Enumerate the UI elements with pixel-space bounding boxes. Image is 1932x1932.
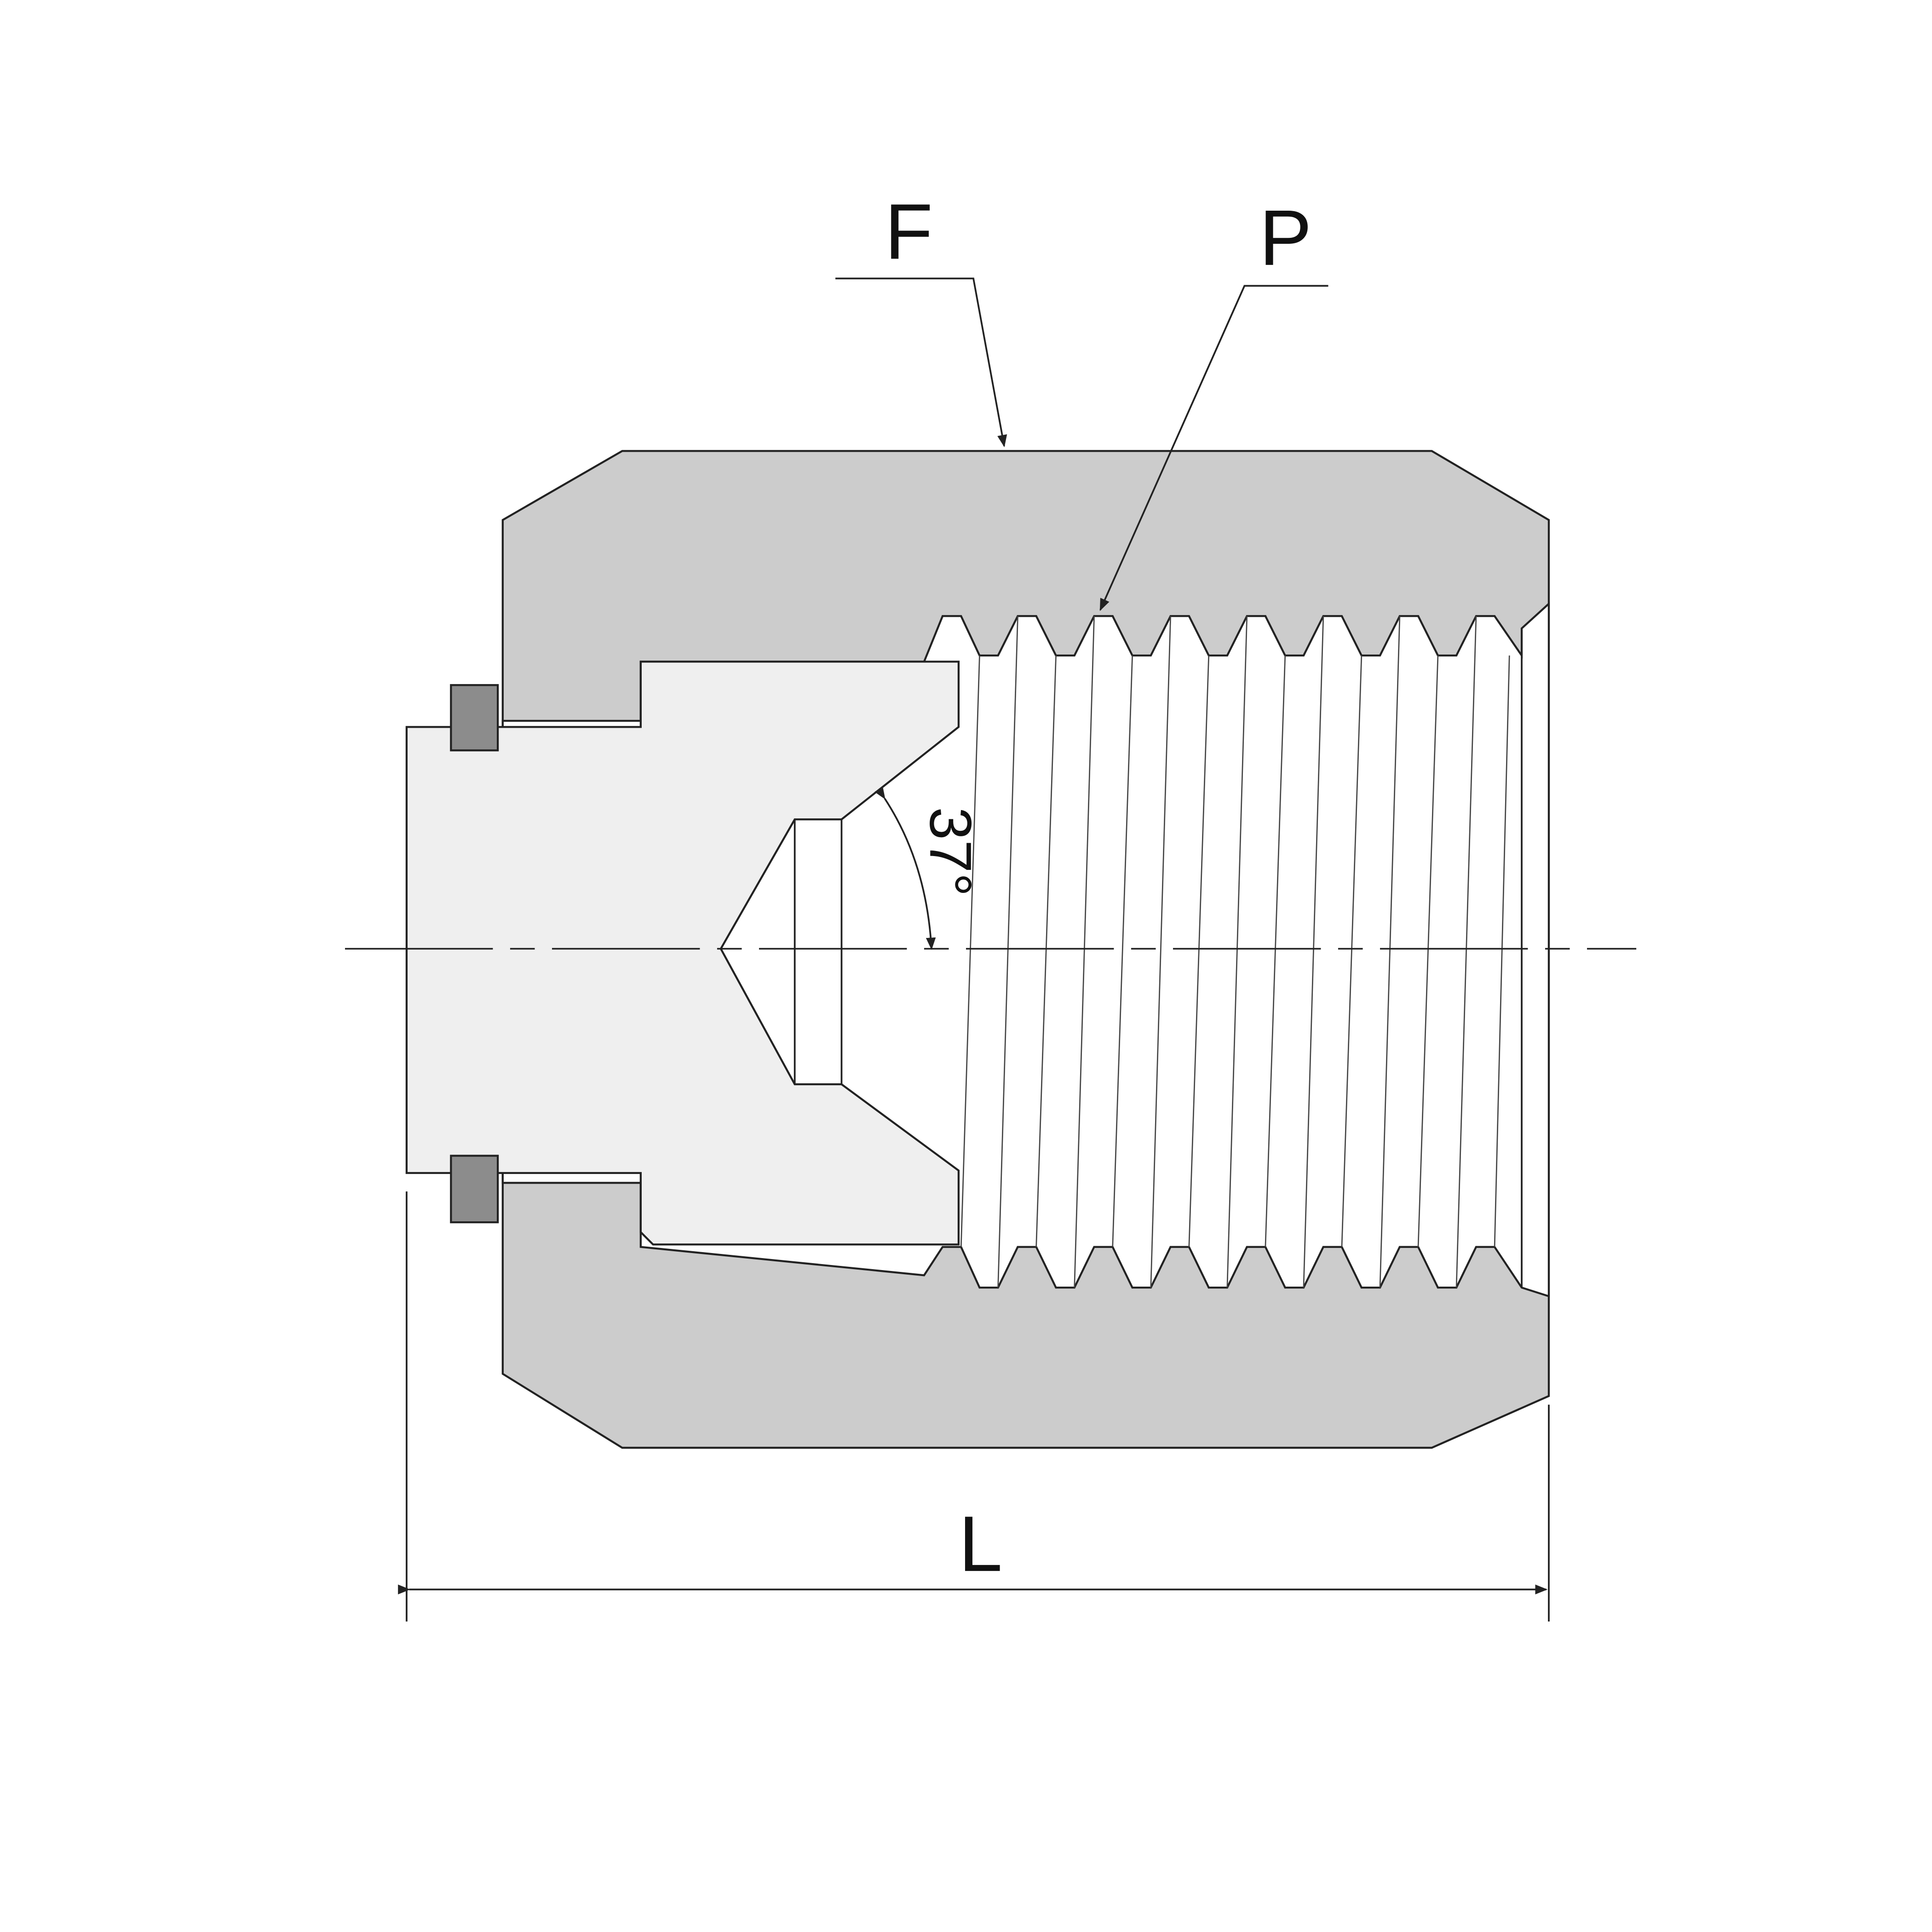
seal-ring-top <box>450 684 499 752</box>
angle-arc <box>874 786 936 950</box>
leader-p <box>1099 285 1328 611</box>
leader-f <box>835 277 1007 448</box>
label-p: P <box>1259 194 1312 282</box>
angle-label: 37° <box>917 807 983 896</box>
seal-ring-bottom <box>450 1155 499 1224</box>
thread-hatching <box>960 616 1510 1288</box>
label-l: L <box>959 1500 1002 1588</box>
label-f: F <box>885 188 933 276</box>
